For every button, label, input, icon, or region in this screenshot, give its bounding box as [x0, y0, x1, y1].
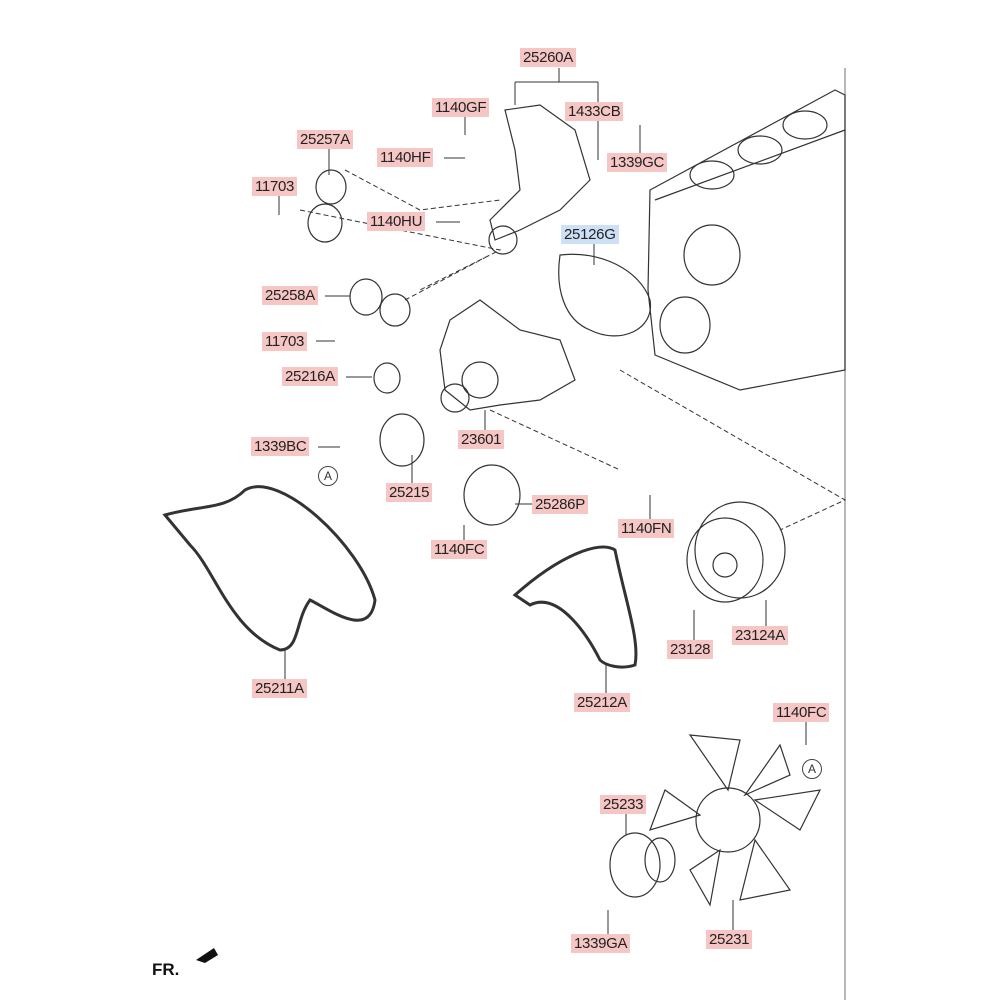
label-25258A[interactable]: 25258A [262, 286, 318, 305]
label-1140FN[interactable]: 1140FN [618, 519, 675, 538]
label-25126G[interactable]: 25126G [561, 225, 619, 244]
label-1339GC[interactable]: 1339GC [607, 153, 668, 172]
label-25257A[interactable]: 25257A [297, 130, 353, 149]
label-11703[interactable]: 11703 [252, 177, 298, 196]
label-1339GA[interactable]: 1339GA [571, 934, 631, 953]
label-25233[interactable]: 25233 [600, 795, 647, 814]
label-1140HF[interactable]: 1140HF [377, 148, 434, 167]
leader-lines [278, 68, 847, 934]
label-23124A[interactable]: 23124A [732, 626, 788, 645]
label-23128[interactable]: 23128 [667, 640, 714, 659]
gasket [558, 253, 652, 337]
crank-pulley [686, 501, 786, 603]
label-1140FC[interactable]: 1140FC [773, 703, 830, 722]
label-1140GF[interactable]: 1140GF [432, 98, 490, 117]
label-1339BC[interactable]: 1339BC [251, 437, 310, 456]
label-1433CB[interactable]: 1433CB [565, 102, 624, 121]
fan-clutch [609, 832, 676, 898]
label-11703[interactable]: 11703 [262, 332, 308, 351]
label-25231[interactable]: 25231 [706, 930, 753, 949]
label-23601[interactable]: 23601 [458, 430, 505, 449]
label-1140FC[interactable]: 1140FC [431, 540, 488, 559]
belt-25211A [162, 485, 377, 652]
label-25286P[interactable]: 25286P [532, 495, 588, 514]
label-25212A[interactable]: 25212A [574, 693, 630, 712]
label-25211A[interactable]: 25211A [252, 679, 307, 698]
engine-block [647, 89, 846, 391]
label-25216A[interactable]: 25216A [282, 367, 338, 386]
front-arrow-icon [196, 948, 218, 963]
belt-25212A [512, 545, 638, 669]
idler-pulleys [307, 169, 521, 526]
reference-marker-a: A [802, 759, 822, 779]
label-25260A[interactable]: 25260A [520, 48, 576, 67]
label-25215[interactable]: 25215 [386, 483, 433, 502]
water-pump [439, 299, 576, 413]
fan [649, 734, 822, 907]
front-direction-label: FR. [152, 960, 180, 979]
reference-marker-a: A [318, 466, 338, 486]
label-1140HU[interactable]: 1140HU [367, 212, 426, 231]
bracket [488, 104, 591, 255]
